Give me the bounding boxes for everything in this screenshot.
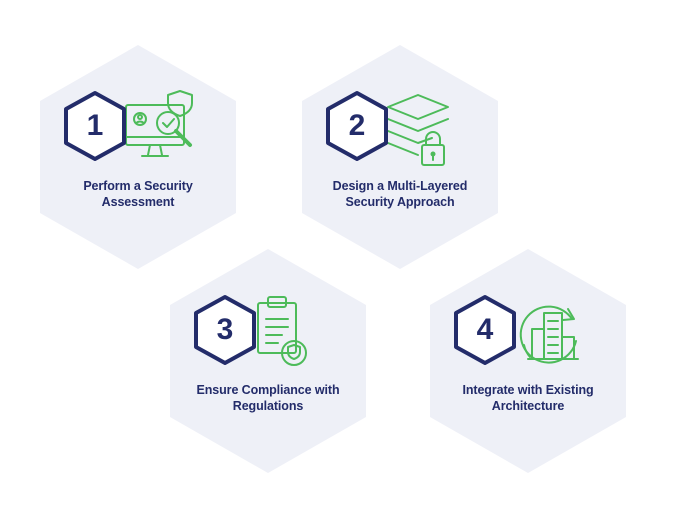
step-title-line-2: Architecture (491, 399, 565, 413)
step-title: Ensure Compliance with Regulations (180, 382, 356, 414)
step-card-4: 4 Integrate with Existing Architecture (430, 249, 626, 473)
step-title-line-2: Security Approach (345, 195, 455, 209)
step-card-2: 2 Design a Multi-Layered Security Approa… (302, 45, 498, 269)
step-title-line-1: Design a Multi-Layered (332, 179, 468, 193)
step-number: 3 (216, 313, 234, 346)
step-title-line-2: Assessment (101, 195, 175, 209)
step-title-line-1: Ensure Compliance with (196, 383, 340, 397)
step-card-1: 1 Perform a Security Assessment (40, 45, 236, 269)
compliance-clipboard-shield-icon (254, 289, 344, 379)
step-title: Design a Multi-Layered Security Approach (312, 178, 488, 210)
step-title: Integrate with Existing Architecture (440, 382, 616, 414)
building-integration-cycle-icon (510, 289, 600, 379)
step-number: 4 (476, 313, 494, 346)
step-number-badge-3: 3 (192, 294, 258, 366)
layered-security-lock-icon (384, 85, 474, 175)
security-assessment-icon (120, 85, 210, 175)
step-title-line-2: Regulations (232, 399, 304, 413)
step-title: Perform a Security Assessment (50, 178, 226, 210)
step-number: 1 (86, 109, 104, 142)
step-number: 2 (348, 109, 366, 142)
step-card-3: 3 Ensure Compliance with Regulations (170, 249, 366, 473)
step-number-badge-1: 1 (62, 90, 128, 162)
step-number-badge-4: 4 (452, 294, 518, 366)
step-title-line-1: Perform a Security (83, 179, 193, 193)
step-title-line-1: Integrate with Existing (462, 383, 594, 397)
step-number-badge-2: 2 (324, 90, 390, 162)
